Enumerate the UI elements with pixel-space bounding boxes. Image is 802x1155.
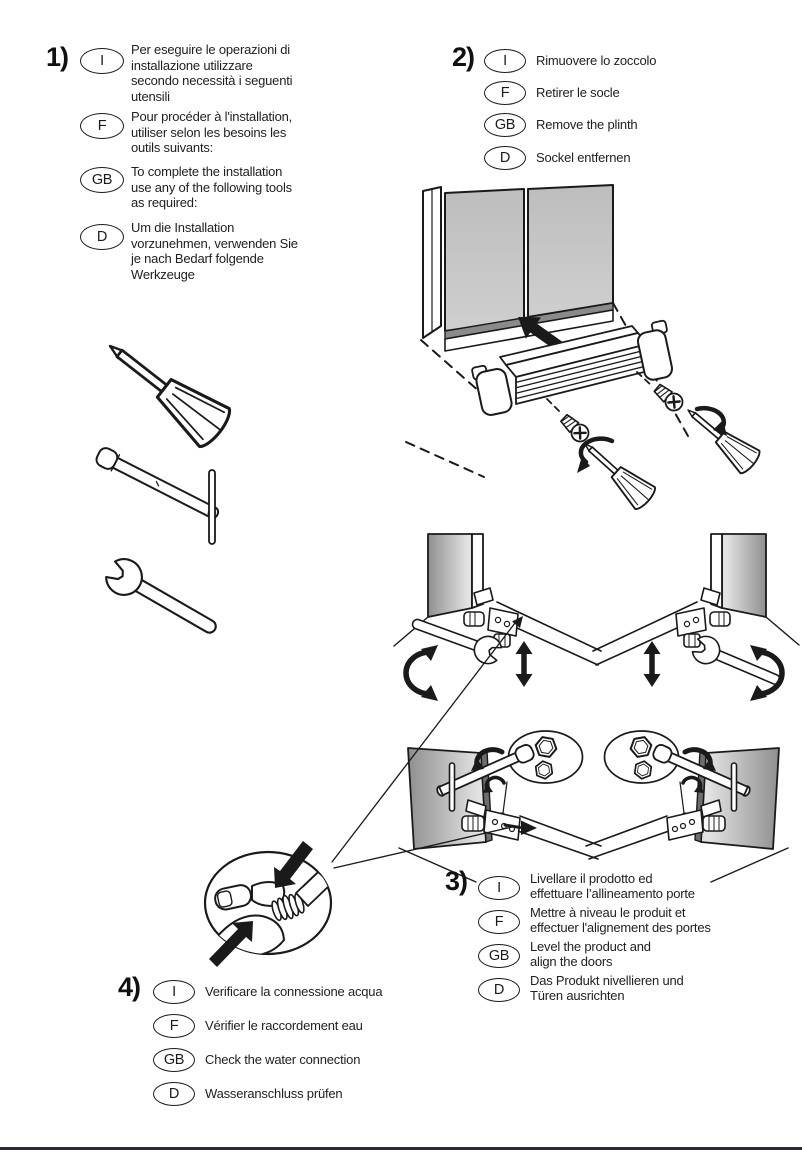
open-end-wrench-icon [689,632,786,695]
lang-badge-gb: GB [80,167,124,193]
press-arrow-icon [209,921,253,967]
instruction-text-de: Um die Installation vorzunehmen, verwend… [131,220,298,282]
step-1-label: 1) [46,42,69,72]
up-down-arrow-icon [515,640,533,688]
instruction-text-fr: Vérifier le raccordement eau [205,1018,363,1033]
hose-ribs [271,892,305,922]
adjust-direction-arrow-icon [503,820,537,835]
instruction-text-it: Rimuovere lo zoccolo [536,53,657,68]
lang-badge-i: I [153,980,195,1004]
lang-badge-f: F [478,910,520,934]
press-arrow-icon [274,841,313,888]
rotate-updown-arrow-icon [403,645,438,701]
lang-badge-f: F [80,113,124,139]
tools-illustration [93,325,237,647]
open-end-wrench-icon [100,552,225,647]
leveling-bracket [675,587,731,648]
up-down-arrow-icon [643,640,661,688]
instruction-text-en: Check the water connection [205,1052,361,1067]
lang-badge-d: D [478,978,520,1002]
fridge-door-left [444,188,525,332]
page-bottom-rule [0,1147,802,1150]
instruction-text-fr: Mettre à niveau le produit et effectuer … [530,905,711,935]
rotate-arrow-icon [694,405,727,436]
hand-finger [214,884,253,911]
instruction-text-it: Verificare la connessione acqua [205,984,383,999]
lang-badge-f: F [484,81,526,105]
rotate-arrow-icon [682,747,716,771]
instruction-text-en: Level the product and align the doors [530,939,651,969]
screw-icon [650,380,688,416]
step-4-label: 4) [118,972,141,1002]
step-3-label: 3) [445,866,468,896]
lang-badge-i: I [484,49,526,73]
instruction-text-fr: Pour procéder à l'installation, utiliser… [131,109,293,156]
instruction-text-en: Remove the plinth [536,117,638,132]
lang-badge-gb: GB [153,1048,195,1072]
lang-badge-gb: GB [478,944,520,968]
lang-badge-d: D [153,1082,195,1106]
instruction-text-de: Sockel entfernen [536,150,631,165]
rotate-updown-arrow-icon [750,645,785,701]
leveling-feet-wrench-diagram [393,533,800,701]
fridge-door-right [527,184,614,318]
plinth-removal-diagram [405,184,764,513]
step-2-label: 2) [452,42,475,72]
alignment-bracket [666,799,726,841]
instruction-text-de: Wasseranschluss prüfen [205,1086,343,1101]
water-connection-detail [203,841,333,967]
rotate-arrow-icon [577,436,615,473]
lang-badge-f: F [153,1014,195,1038]
screwdriver-icon [574,432,660,513]
lang-badge-d: D [80,224,124,250]
lang-badge-i: I [80,48,124,74]
dashed-guides [405,302,689,478]
callout-connector-lines [331,616,523,869]
phillips-screwdriver-icon [93,325,237,453]
plinth-grille [471,319,674,416]
instruction-text-fr: Retirer le socle [536,85,620,100]
screwdriver-icon [677,397,764,477]
instruction-text-it: Livellare il prodotto ed effettuare l’al… [530,871,695,901]
alignment-bracket [461,799,521,841]
lang-badge-d: D [484,146,526,170]
socket-wrench-icon [95,447,220,545]
socket-wrench-icon [652,744,751,812]
instruction-text-it: Per eseguire le operazioni di installazi… [131,42,293,104]
lang-badge-i: I [478,876,520,900]
instruction-text-en: To complete the installation use any of … [131,164,292,211]
rotate-arrow-icon [681,775,704,793]
rotate-arrow-icon [483,775,506,793]
rotate-arrow-icon [471,747,505,771]
lang-badge-gb: GB [484,113,526,137]
door-alignment-nut-diagram [398,730,789,883]
instruction-text-de: Das Produkt nivellieren und Türen ausric… [530,973,684,1003]
